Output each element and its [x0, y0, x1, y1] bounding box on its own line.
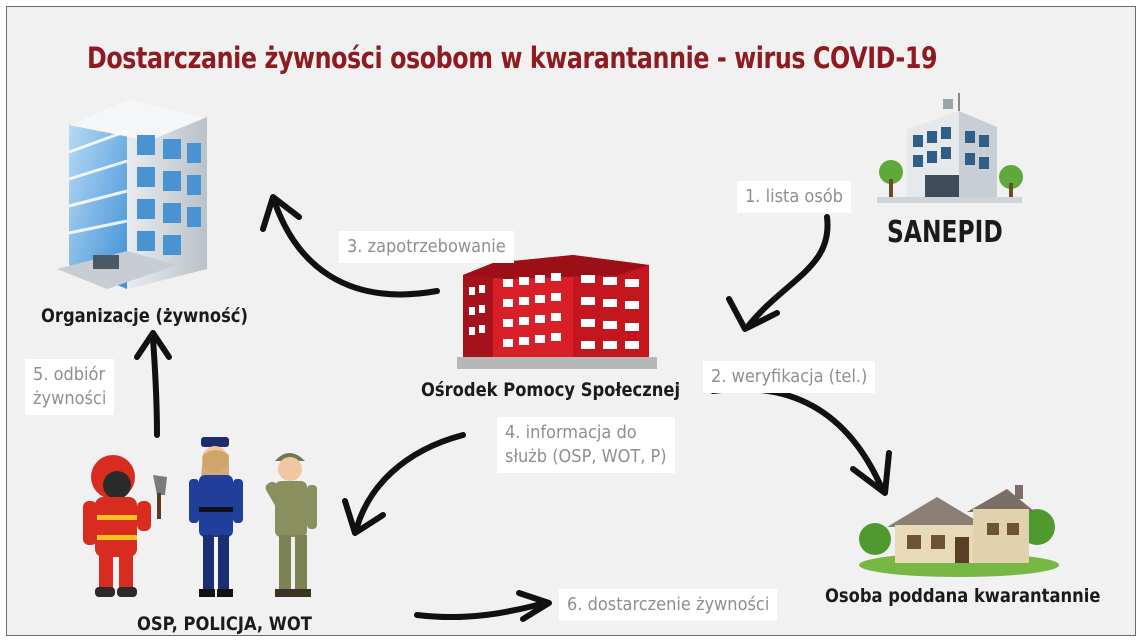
arrow-step-5-head	[134, 330, 172, 360]
node-organizacje-label: Organizacje (żywność)	[41, 305, 248, 327]
soldier-icon	[265, 453, 317, 597]
diagram-frame: Dostarczanie żywności osobom w kwarantan…	[6, 6, 1136, 636]
step-3-label: 3. zapotrzebowanie	[339, 231, 514, 263]
arrow-step-1-head	[726, 296, 780, 332]
node-osrodek-label: Ośrodek Pomocy Społecznej	[421, 379, 681, 401]
node-sluzby-label: OSP, POLICJA, WOT	[137, 613, 312, 635]
sanepid-building-icon	[877, 93, 1023, 203]
arrow-step-6	[414, 600, 548, 621]
arrow-step-3-head	[260, 194, 302, 232]
diagram-graphics	[57, 93, 1059, 622]
step-2-label: 2. weryfikacja (tel.)	[703, 361, 876, 393]
arrow-step-4-head	[342, 498, 386, 536]
step-1-label: 1. lista osób	[737, 181, 851, 213]
arrow-step-2-head	[850, 450, 892, 496]
diagram-title: Dostarczanie żywności osobom w kwarantan…	[87, 41, 938, 75]
node-osoba-label: Osoba poddana kwarantannie	[825, 585, 1101, 607]
arrow-step-5	[150, 336, 160, 438]
arrow-step-1	[746, 214, 831, 328]
house-icon	[859, 485, 1059, 577]
node-sanepid-label: SANEPID	[887, 215, 1003, 250]
arrow-step-6-head	[516, 590, 552, 622]
arrow-step-4	[354, 432, 466, 530]
firefighter-icon	[83, 455, 167, 597]
police-officer-icon	[189, 437, 243, 597]
step-4-label: 4. informacja do służb (OSP, WOT, P)	[497, 417, 675, 473]
social-center-building-icon	[457, 255, 657, 369]
step-6-label: 6. dostarczenie żywności	[559, 589, 778, 621]
office-building-icon	[57, 99, 207, 289]
arrow-step-3	[272, 200, 440, 298]
step-5-label: 5. odbiór żywności	[25, 359, 115, 415]
